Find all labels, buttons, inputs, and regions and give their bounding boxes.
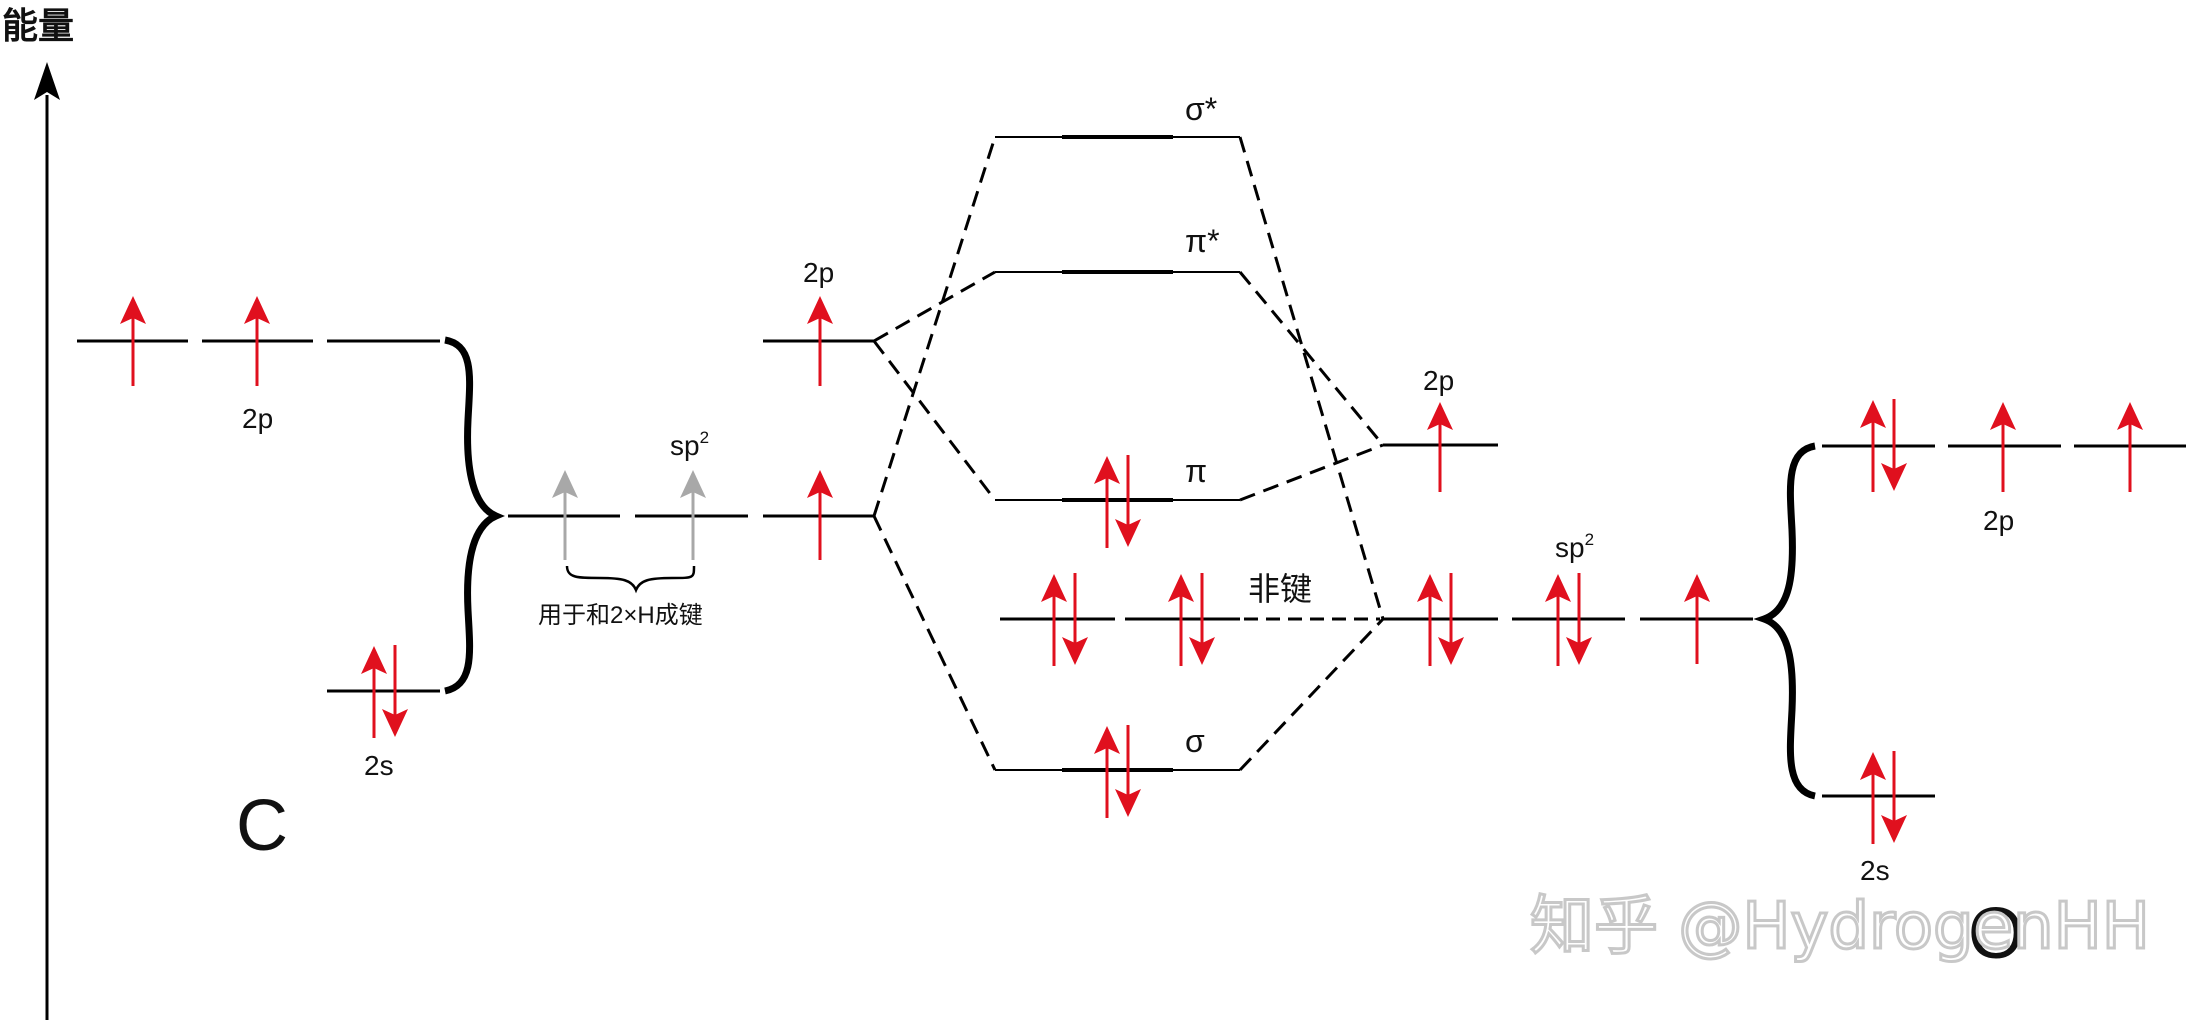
- oxygen-2p-label: 2p: [1983, 505, 2014, 536]
- mo-pi-label: π: [1185, 453, 1207, 489]
- mo-nonbonding-label: 非键: [1248, 571, 1312, 607]
- electron-pair-arrows: [1168, 573, 1215, 666]
- oxygen-hybridization-brace: [1753, 442, 1817, 800]
- electron-pair-arrows: [1860, 399, 1907, 492]
- carbon-sp2-label: sp2: [670, 428, 709, 461]
- electron-up-arrow: [807, 296, 833, 386]
- correlation-lines: [872, 136, 1385, 772]
- mo-sigma-star-label: σ*: [1185, 91, 1217, 127]
- electron-up-arrow: [120, 296, 146, 386]
- mo-sigma-label: σ: [1185, 723, 1205, 759]
- electron-up-arrow: [807, 470, 833, 560]
- carbon-2s-label: 2s: [364, 750, 394, 781]
- energy-axis-label: 能量: [2, 5, 74, 46]
- electron-up-arrow: [1427, 402, 1453, 492]
- bonding-electron-arrow: [552, 470, 578, 560]
- carbon-2p-label: 2p: [242, 403, 273, 434]
- oxygen-2s-label: 2s: [1860, 855, 1890, 886]
- electron-up-arrow: [244, 296, 270, 386]
- oxygen-sp2-label: sp2: [1555, 530, 1594, 563]
- mo-pi-star-label: π*: [1185, 223, 1220, 259]
- electron-pair-arrows: [1545, 573, 1592, 666]
- bond-note-brace: [565, 565, 696, 594]
- electron-up-arrow: [2117, 402, 2143, 492]
- carbon-hybrid-2p-label: 2p: [803, 257, 834, 288]
- oxygen-hybrid-2p-label: 2p: [1423, 365, 1454, 396]
- carbon-symbol: C: [236, 786, 288, 866]
- bonding-electron-arrow: [680, 470, 706, 560]
- electron-pair-arrows: [1094, 725, 1141, 818]
- electron-pair-arrows: [1041, 573, 1088, 666]
- electron-pair-arrows: [1860, 751, 1907, 844]
- watermark: 知乎 @HydrogenHH: [1530, 890, 2150, 964]
- carbon-hybridization-brace: [444, 336, 505, 695]
- electron-pair-arrows: [1417, 573, 1464, 666]
- energy-axis: [34, 62, 60, 1020]
- electron-pair-arrows: [1094, 455, 1141, 548]
- oxygen-symbol: O: [1968, 894, 2024, 974]
- electron-pair-arrows: [361, 645, 408, 738]
- electron-up-arrow: [1990, 402, 2016, 492]
- electron-up-arrow: [1684, 574, 1710, 664]
- bond-note-label: 用于和2×H成键: [538, 602, 703, 629]
